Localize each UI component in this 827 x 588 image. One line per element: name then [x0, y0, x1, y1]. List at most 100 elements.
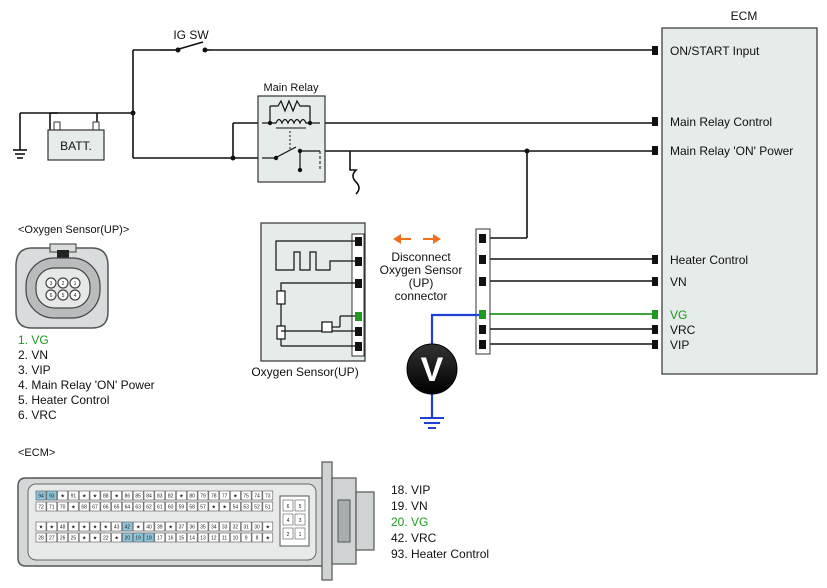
ecm-pin-number: 78 — [211, 494, 217, 500]
ecm-pin-on-start: ON/START Input — [670, 44, 760, 58]
ecm-pin-cell — [57, 490, 68, 501]
ecm-pin-cell — [57, 501, 68, 512]
oxygen-face-pin: 6 — [50, 293, 53, 299]
ecm-box — [661, 27, 818, 375]
ecm-pin-cell — [132, 501, 144, 512]
ecm-pin-number: ★ — [233, 494, 238, 500]
battery-terminal-pos — [92, 121, 100, 131]
ecm-pin-cell — [165, 532, 176, 543]
ecm-pin-marker — [652, 46, 658, 55]
ecm-pin-cell — [251, 532, 263, 543]
ecm-pin-number: 26 — [60, 536, 66, 542]
ecm-side-pin-number: 1 — [299, 532, 302, 538]
ecm-pin-cell — [219, 532, 230, 543]
ecm-pin-number: 30 — [254, 525, 260, 531]
ecm-side-pin-number: 6 — [287, 504, 290, 510]
ecm-pin-markers — [652, 46, 658, 349]
ecm-pin-cell — [35, 521, 47, 532]
ecm-pin-number: 82 — [168, 494, 174, 500]
ecm-pin-number: 19 — [135, 536, 141, 542]
ecm-pin-cell — [35, 490, 47, 501]
ecm-side-pin-number: 3 — [299, 518, 302, 524]
ecm-side-pin-cell — [294, 527, 306, 540]
battery-terminal-neg — [53, 121, 61, 131]
ecm-pin-cell — [208, 490, 220, 501]
ecm-pin-number: 63 — [135, 505, 141, 511]
ecm-pin-cell — [186, 501, 198, 512]
ecm-pin-cell — [197, 490, 209, 501]
ecm-pin-marker — [652, 340, 658, 349]
ecm-pin-cell — [219, 521, 230, 532]
ecm-pin-number: 28 — [38, 536, 44, 542]
ecm-pin-number: 54 — [233, 505, 239, 511]
ecm-pin-list-item: 93. Heater Control — [391, 547, 489, 561]
ecm-pin-cell — [219, 490, 230, 501]
ecm-pin-number: ★ — [168, 525, 173, 531]
ecm-pin-cell — [78, 532, 90, 543]
ecm-pin-number: 14 — [189, 536, 195, 542]
ecm-pin-cell — [165, 490, 176, 501]
ecm-pin-cell — [154, 521, 166, 532]
ecm-pin-cell — [132, 490, 144, 501]
ecm-pin-cell — [143, 501, 155, 512]
ecm-pin-cell — [46, 532, 58, 543]
ecm-pin-cell — [46, 521, 58, 532]
disconnect-note-line2: Oxygen Sensor — [380, 263, 463, 277]
ecm-pin-cell — [35, 532, 47, 543]
ecm-pin-cell — [89, 521, 101, 532]
ecm-pin-cell — [154, 532, 166, 543]
ecm-pin-cell — [176, 490, 187, 501]
ecm-pin-marker — [652, 117, 658, 126]
ecm-pin-number: 18 — [146, 536, 152, 542]
ecm-pin-number: 39 — [157, 525, 163, 531]
ecm-pin-cell — [100, 501, 112, 512]
ecm-pin-number: 52 — [254, 505, 260, 511]
relay-internals — [262, 99, 321, 173]
ecm-pin-number: ★ — [212, 505, 217, 511]
ecm-pin-number: 85 — [135, 494, 141, 500]
ecm-pin-cell — [68, 490, 79, 501]
harness-connector — [475, 228, 491, 355]
ecm-pin-cell — [46, 501, 58, 512]
ecm-pin-number: ★ — [71, 505, 76, 511]
ecm-pin-number: ★ — [266, 536, 271, 542]
ecm-pin-list-item: 19. VN — [391, 499, 428, 513]
ecm-pin-cell — [132, 521, 144, 532]
ecm-pin-number: ★ — [136, 525, 141, 531]
ecm-pin-number: 11 — [222, 536, 227, 542]
oxygen-face-pin: 3 — [50, 281, 53, 287]
ecm-pin-number: 57 — [200, 505, 206, 511]
ecm-pin-number: 77 — [222, 494, 228, 500]
ecm-pin-number: 51 — [265, 505, 271, 511]
ecm-pin-number: 86 — [125, 494, 131, 500]
ecm-pin-number: 74 — [254, 494, 260, 500]
ecm-pin-cell — [68, 521, 79, 532]
oxygen-pin-list-item: 1. VG — [18, 333, 49, 347]
ecm-pin-cell — [262, 521, 274, 532]
ecm-pin-vip: VIP — [670, 338, 689, 352]
ecm-pin-number: 62 — [146, 505, 152, 511]
battery-label: BATT. — [60, 139, 92, 153]
voltmeter-icon — [406, 343, 458, 395]
ecm-pin-cell — [78, 490, 90, 501]
battery-box — [47, 129, 105, 161]
ecm-pin-cell — [197, 532, 209, 543]
ecm-pin-marker — [652, 277, 658, 286]
oxygen-pin-list-item: 6. VRC — [18, 408, 57, 422]
ecm-pin-cell — [165, 521, 176, 532]
ecm-pin-number: 42 — [125, 525, 131, 531]
ecm-pin-number: 58 — [189, 505, 195, 511]
ecm-pin-heater-control: Heater Control — [670, 253, 748, 267]
ecm-pin-number: 20 — [125, 536, 131, 542]
ecm-pin-cell — [143, 532, 155, 543]
ecm-pin-number: ★ — [82, 494, 87, 500]
ecm-pin-number: 34 — [211, 525, 217, 531]
oxygen-face-pin: 4 — [74, 293, 77, 299]
ecm-pin-number: ★ — [93, 536, 98, 542]
disconnect-note-line4: connector — [395, 289, 448, 303]
ecm-pin-number: ★ — [222, 505, 227, 511]
ecm-pin-cell — [143, 490, 155, 501]
ecm-connector-title: <ECM> — [18, 447, 55, 459]
ecm-pin-cell — [176, 532, 187, 543]
ecm-pin-cell — [262, 490, 274, 501]
